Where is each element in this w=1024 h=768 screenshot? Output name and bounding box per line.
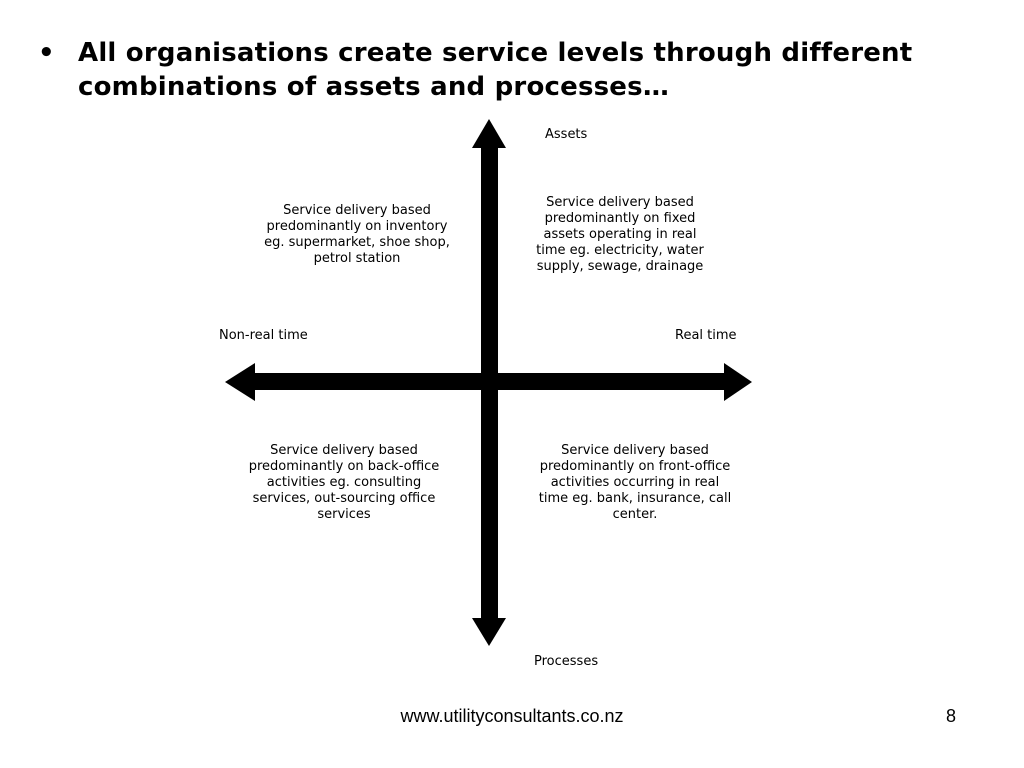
horizontal-axis-arrowhead-left [225, 363, 255, 401]
bullet-marker: • [38, 38, 55, 68]
slide-title: All organisations create service levels … [78, 38, 913, 102]
quadrant-top-left-text: Service delivery based predominantly on … [264, 203, 450, 266]
axis-label-non-real-time: Non-real time [219, 328, 308, 343]
page-number: 8 [946, 706, 957, 726]
quadrant-bottom-left-text: Service delivery based predominantly on … [248, 443, 440, 522]
vertical-axis-arrowhead-down [472, 618, 506, 646]
quadrant-top-right-text: Service delivery based predominantly on … [536, 195, 704, 274]
quadrant-bottom-right-text: Service delivery based predominantly on … [538, 443, 732, 522]
axis-label-assets: Assets [545, 127, 588, 142]
horizontal-axis-arrowhead-right [724, 363, 752, 401]
title-bullet-row: • All organisations create service level… [38, 36, 988, 104]
vertical-axis-arrowhead-up [472, 119, 506, 148]
axis-label-real-time: Real time [675, 328, 737, 343]
footer-url: www.utilityconsultants.co.nz [400, 706, 624, 726]
horizontal-axis-shaft [254, 373, 726, 390]
axis-label-processes: Processes [534, 654, 599, 669]
